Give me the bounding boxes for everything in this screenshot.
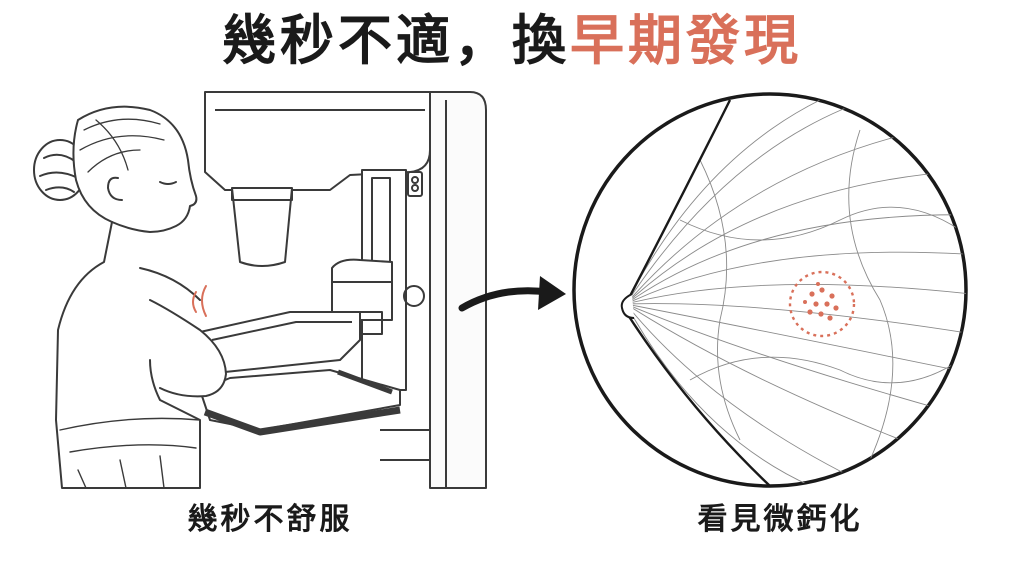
mammography-machine <box>199 91 487 489</box>
curved-arrow-right-icon <box>458 276 566 312</box>
caption-microcalcification: 看見微鈣化 <box>697 502 863 537</box>
caption-discomfort: 幾秒不舒服 <box>187 502 353 537</box>
headline-part1: 幾秒不適，換 <box>222 9 570 72</box>
headline-part2-accent: 早期發現 <box>570 9 802 72</box>
patient-figure <box>33 105 227 489</box>
microcalcification-cluster-icon <box>788 270 856 338</box>
magnified-tissue-view <box>572 92 968 488</box>
headline: 幾秒不適，換早期發現 <box>0 6 1024 76</box>
